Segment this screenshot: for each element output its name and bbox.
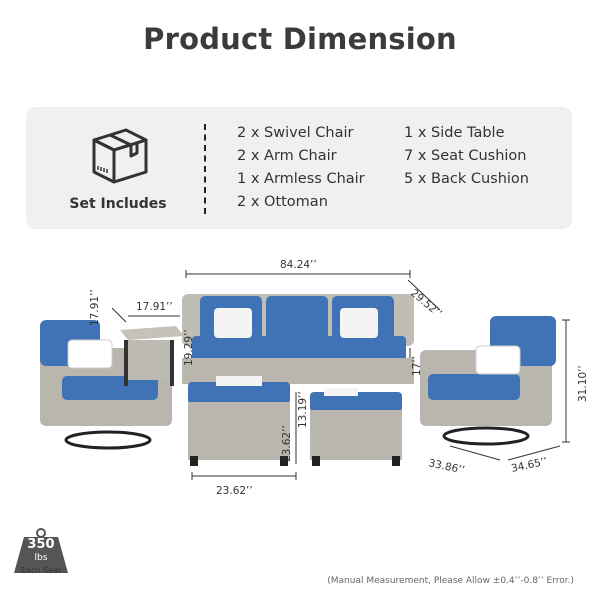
include-item: 7 x Seat Cushion: [404, 148, 527, 164]
side-table: [120, 326, 184, 386]
set-includes-label: Set Includes: [69, 196, 167, 212]
left-swivel-chair: [40, 320, 172, 450]
weight-unit: lbs: [34, 553, 48, 563]
weight-value: 350: [27, 537, 55, 552]
dim-ottoman-depth: 23.62’’: [281, 425, 293, 462]
dim-side-table-depth: 17.91’’: [89, 289, 101, 326]
page-title: Product Dimension: [143, 22, 457, 56]
dim-sofa-width: 84.24’’: [280, 259, 317, 271]
weight-caption: Each Seat: [20, 566, 61, 575]
box-icon: [92, 128, 148, 184]
include-item: 1 x Armless Chair: [237, 171, 365, 187]
set-includes-panel: [26, 107, 572, 229]
include-item: 2 x Ottoman: [237, 194, 328, 210]
include-item: 2 x Swivel Chair: [237, 125, 354, 141]
ottoman-left: [188, 376, 290, 466]
ottoman-right: [310, 388, 402, 466]
dim-side-table-height: 19.29’’: [183, 329, 195, 366]
three-seat-sofa: [182, 294, 414, 384]
measurement-note: (Manual Measurement, Please Allow ±0.4’’…: [327, 576, 574, 586]
dim-sofa-seat-height: 17’’: [411, 356, 423, 376]
dim-side-table-width: 17.91’’: [136, 301, 173, 313]
dim-chair-height: 31.10’’: [577, 365, 589, 402]
right-swivel-chair: [420, 316, 556, 446]
include-item: 2 x Arm Chair: [237, 148, 337, 164]
dim-ottoman-width: 23.62’’: [216, 485, 253, 497]
dim-chair-depth: 33.86’’: [427, 457, 465, 476]
include-item: 1 x Side Table: [404, 125, 505, 141]
dim-ottoman-height: 13.19’’: [297, 391, 309, 428]
weight-icon: [14, 528, 68, 573]
dim-chair-width: 34.65’’: [510, 456, 548, 475]
include-item: 5 x Back Cushion: [404, 171, 529, 187]
furniture-illustration: 84.24’’ 29.52’’ 17.91’’ 17.91’’ 19.29’’ …: [40, 259, 589, 497]
divider: [204, 124, 206, 214]
